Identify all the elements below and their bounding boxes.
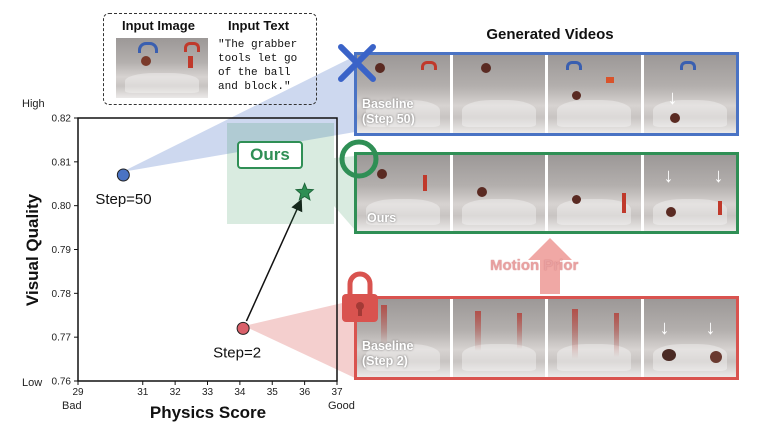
cross-icon [338,44,376,82]
video-frame [548,155,641,231]
x-tick-label: 32 [170,387,182,398]
x-tick-label: 35 [267,387,279,398]
ball-icon [141,56,151,66]
baseline-step2-strip: ↓ ↓ Baseline(Step 2) [354,296,739,380]
arrow-down-icon: ↓ [713,165,724,187]
x-tick-label: 29 [72,387,84,398]
generated-videos-title: Generated Videos [486,26,614,43]
video-frame: ↓ ↓ [643,155,736,231]
star-point [294,182,315,201]
y-tick-label: 0.76 [52,377,72,388]
video-frame [452,155,545,231]
x-low-label: Bad [62,400,82,412]
ours-callout: Ours [237,141,303,169]
ours-strip: ↓ ↓ Ours [354,152,739,234]
video-frame: ↓ ↓ [643,299,736,377]
point-label: Step=50 [95,191,151,208]
y-high-label: High [22,98,45,110]
video-frame: ↓ [643,55,736,133]
grabber-icon [138,42,158,53]
x-axis-title: Physics Score [150,403,266,422]
scatter-chart: 29 31 32 33 34 35 36 37 0.76 0.77 0.78 0.79 0.80 0.81… [22,98,355,422]
motion-prior-arrow [528,238,572,294]
x-tick-label: 34 [234,387,246,398]
video-frame [452,299,545,377]
arrow-down-icon: ↓ [667,87,678,109]
baseline50-label: Baseline(Step 50) [362,97,415,126]
grabber-icon [184,42,200,52]
baseline50-beam [122,56,355,172]
y-axis-title: Visual Quality [23,193,42,306]
check-circle-icon [339,139,379,179]
x-high-label: Good [328,400,355,412]
y-tick-label: 0.80 [52,201,72,212]
video-frame [452,55,545,133]
x-tick-label: 36 [299,387,311,398]
input-text-label: Input Text [228,18,290,33]
scatter-point [236,321,250,335]
ours-strip-label: Ours [367,211,397,225]
lock-icon [342,271,378,322]
input-image-label: Input Image [122,18,195,33]
point-label: Step=2 [213,344,261,361]
video-frame [548,55,641,133]
input-image [116,38,208,98]
motion-prior-label: Motion Prior [490,257,579,274]
y-tick-label: 0.77 [52,333,72,344]
baseline2-label: Baseline(Step 2) [362,339,414,368]
x-tick-label: 33 [202,387,214,398]
arrow-down-icon: ↓ [663,165,674,187]
arrow-down-icon: ↓ [659,317,670,339]
video-frame [357,299,450,377]
improvement-arrow [245,198,303,322]
scatter-point [116,168,130,182]
y-tick-label: 0.79 [52,245,72,256]
video-frame [357,55,450,133]
y-low-label: Low [22,377,42,389]
y-tick-label: 0.81 [52,157,72,168]
y-tick-label: 0.82 [52,114,72,125]
baseline-step50-strip: ↓ Baseline(Step 50) [354,52,739,136]
block-icon [188,56,193,68]
x-tick-label: 37 [331,387,343,398]
video-frame [548,299,641,377]
arrow-down-icon: ↓ [705,317,716,339]
video-frame [357,155,450,231]
baseline2-beam [244,300,355,378]
x-tick-label: 31 [137,387,149,398]
y-tick-label: 0.78 [52,289,72,300]
